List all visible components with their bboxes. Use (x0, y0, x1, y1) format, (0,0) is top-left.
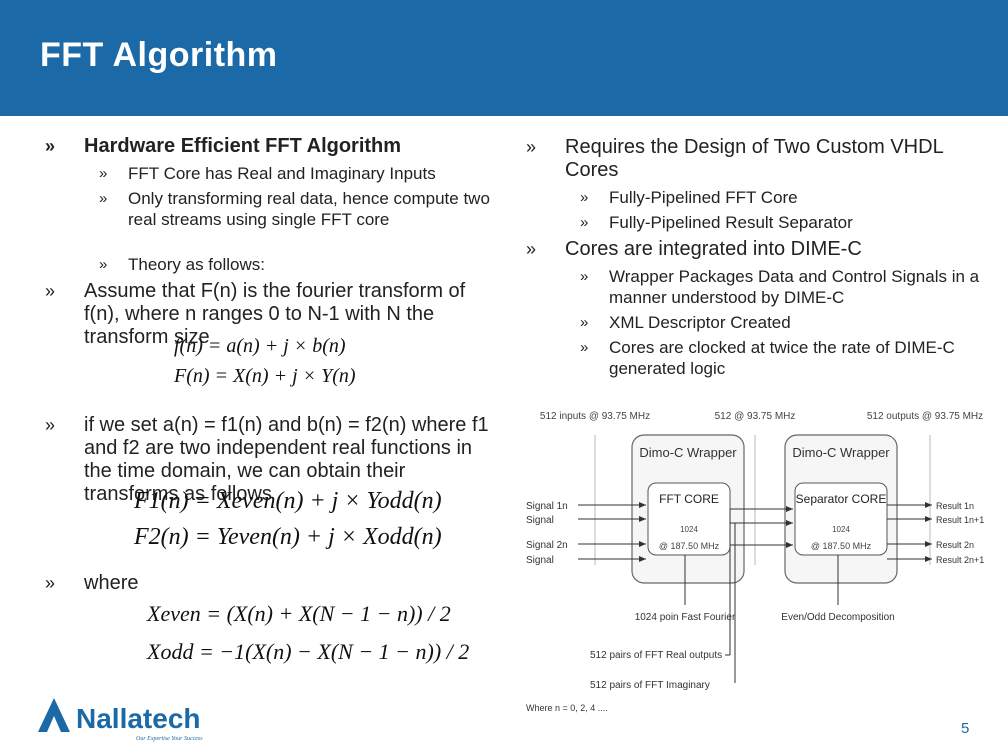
output-label-3: Result 2n (936, 540, 974, 550)
left-bullet-2-text: Assume that F(n) is the fourier transfor… (84, 280, 466, 348)
bullet-mark: » (45, 281, 56, 301)
left-bullet-2: » Assume that F(n) is the fourier transf… (45, 280, 504, 349)
bullet-mark: » (580, 214, 589, 231)
bullet-mark: » (580, 314, 589, 331)
left-bullet-3: » if we set a(n) = f1(n) and b(n) = f2(n… (45, 414, 504, 506)
equation-F1: F1(n) = Xeven(n) + j × Yodd(n) (134, 488, 442, 514)
right-sub-4: » XML Descriptor Created (580, 312, 994, 333)
wrapper-2-label: Dimo-C Wrapper (792, 445, 890, 460)
left-sub-3-text: Theory as follows: (128, 255, 265, 274)
right-sub-3-text: Wrapper Packages Data and Control Signal… (609, 267, 980, 307)
right-sub-1-text: Fully-Pipelined FFT Core (609, 188, 798, 207)
left-bullet-1-text: Hardware Efficient FFT Algorithm (84, 135, 402, 157)
left-bullet-4: » where (45, 572, 284, 595)
bullet-mark: » (99, 165, 108, 182)
fft-core-caption: 1024 poin Fast Fourier (635, 612, 736, 623)
bullet-mark: » (580, 268, 589, 285)
nallatech-logo: Nallatech Our Expertise Your Success (38, 698, 203, 742)
left-bullet-3-text: if we set a(n) = f1(n) and b(n) = f2(n) … (84, 414, 489, 505)
bullet-mark: » (45, 415, 56, 435)
output-label-1: Result 1n (936, 501, 974, 511)
equation-xodd: Xodd = −1(X(n) − X(N − 1 − n)) / 2 (147, 639, 470, 664)
equation-xeven: Xeven = (X(n) + X(N − 1 − n)) / 2 (147, 601, 451, 626)
equation-F: F(n) = X(n) + j × Y(n) (174, 365, 356, 387)
output-label-4: Result 2n+1 (936, 555, 984, 565)
right-bullet-1: » Requires the Design of Two Custom VHDL… (526, 136, 995, 182)
left-sub-2-text: Only transforming real data, hence compu… (128, 189, 490, 229)
bullet-mark: » (526, 137, 537, 157)
bullet-mark: » (526, 239, 537, 259)
logo-triangle-inner-icon (47, 716, 61, 732)
index-note: Where n = 0, 2, 4 .... (526, 703, 608, 713)
input-label-4: Signal (526, 555, 554, 566)
wrapper-1-label: Dimo-C Wrapper (639, 445, 737, 460)
right-sub-3: » Wrapper Packages Data and Control Sign… (580, 266, 994, 308)
bullet-mark: » (45, 136, 56, 156)
top-label-outputs: 512 outputs @ 93.75 MHz (867, 411, 983, 422)
input-label-3: Signal 2n (526, 540, 568, 551)
right-bullet-2: » Cores are integrated into DIME-C (526, 238, 995, 261)
left-bullet-1: » Hardware Efficient FFT Algorithm (45, 135, 504, 158)
left-sub-1-text: FFT Core has Real and Imaginary Inputs (128, 164, 436, 183)
logo-wordmark: Nallatech (76, 703, 201, 734)
input-label-2: Signal (526, 515, 554, 526)
real-outputs-note: 512 pairs of FFT Real outputs (590, 650, 722, 661)
separator-core-clock: @ 187.50 MHz (811, 541, 872, 551)
fft-core-title: FFT CORE (659, 492, 719, 506)
separator-core-size: 1024 (832, 525, 850, 534)
bullet-mark: » (99, 256, 108, 273)
separator-caption: Even/Odd Decomposition (781, 612, 894, 623)
top-label-inputs: 512 inputs @ 93.75 MHz (540, 411, 650, 422)
input-label-1: Signal 1n (526, 501, 568, 512)
bullet-mark: » (45, 573, 56, 593)
bullet-mark: » (580, 339, 589, 356)
fft-core-size: 1024 (680, 525, 698, 534)
logo-triangle-icon (38, 698, 70, 732)
right-sub-2: » Fully-Pipelined Result Separator (580, 212, 994, 233)
bullet-mark: » (580, 189, 589, 206)
left-sub-1: » FFT Core has Real and Imaginary Inputs (99, 163, 508, 184)
title-bar: FFT Algorithm (0, 0, 1008, 116)
right-bullet-2-text: Cores are integrated into DIME-C (565, 238, 862, 260)
right-bullet-1-text: Requires the Design of Two Custom VHDL C… (565, 136, 943, 181)
left-sub-3: » Theory as follows: (99, 254, 508, 275)
page-title: FFT Algorithm (40, 36, 278, 74)
left-sub-2: » Only transforming real data, hence com… (99, 188, 503, 230)
equation-F2: F2(n) = Yeven(n) + j × Xodd(n) (134, 524, 442, 550)
output-label-2: Result 1n+1 (936, 515, 984, 525)
page-number: 5 (961, 720, 970, 737)
right-sub-1: » Fully-Pipelined FFT Core (580, 187, 994, 208)
right-sub-5: » Cores are clocked at twice the rate of… (580, 337, 994, 379)
equation-f: f(n) = a(n) + j × b(n) (174, 335, 346, 357)
bullet-mark: » (99, 190, 108, 207)
top-label-middle: 512 @ 93.75 MHz (715, 411, 796, 422)
right-sub-4-text: XML Descriptor Created (609, 313, 791, 332)
fft-core-clock: @ 187.50 MHz (659, 541, 720, 551)
fft-architecture-diagram: 512 inputs @ 93.75 MHz 512 @ 93.75 MHz 5… (526, 411, 984, 713)
imaginary-outputs-note: 512 pairs of FFT Imaginary (590, 680, 710, 691)
right-sub-5-text: Cores are clocked at twice the rate of D… (609, 338, 955, 378)
left-bullet-4-text: where (84, 572, 139, 594)
separator-core-title: Separator CORE (796, 492, 887, 506)
logo-tagline: Our Expertise Your Success (136, 736, 203, 742)
right-sub-2-text: Fully-Pipelined Result Separator (609, 213, 853, 232)
